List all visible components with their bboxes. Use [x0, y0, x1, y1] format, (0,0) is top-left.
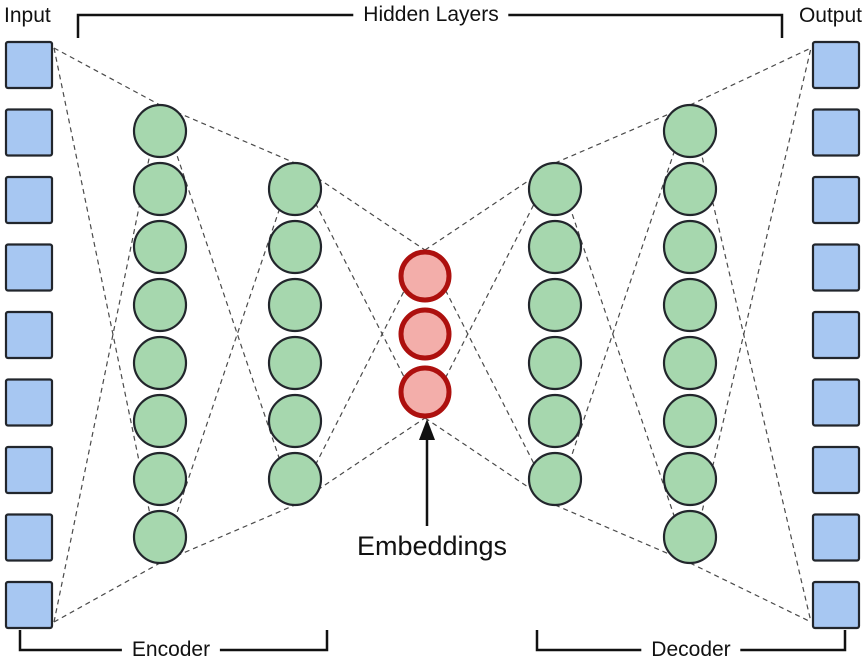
connection-line	[689, 104, 812, 623]
hidden-neuron	[662, 277, 718, 333]
connection-line	[159, 162, 296, 564]
connection-line	[424, 162, 556, 419]
hidden-neuron	[132, 161, 188, 217]
connection-line	[689, 47, 812, 564]
hidden-neuron	[267, 451, 323, 507]
output-unit	[811, 513, 861, 562]
hidden-neuron	[662, 219, 718, 275]
connection-line	[53, 104, 161, 623]
encoder-label: Encoder	[121, 638, 221, 662]
hidden-neuron	[662, 161, 718, 217]
connection-line	[159, 104, 296, 164]
input-unit	[4, 513, 54, 562]
hidden-neuron	[527, 219, 583, 275]
hidden-neuron	[662, 393, 718, 449]
output-unit	[811, 580, 861, 630]
connection-line	[53, 562, 161, 623]
input-unit	[4, 580, 54, 630]
hidden-neuron	[132, 509, 188, 565]
connection-line	[294, 162, 426, 251]
connection-line	[554, 104, 691, 506]
connection-line	[159, 504, 296, 564]
output-unit	[811, 310, 861, 360]
hidden-neuron	[527, 335, 583, 391]
connection-line	[554, 162, 691, 564]
hidden-neuron	[132, 393, 188, 449]
hidden-neuron	[132, 277, 188, 333]
input-unit	[4, 378, 54, 427]
output-unit	[811, 40, 861, 90]
connection-line	[689, 562, 812, 623]
hidden-neuron	[132, 219, 188, 275]
hidden-neuron	[267, 393, 323, 449]
hidden-neuron	[132, 335, 188, 391]
connection-line	[294, 162, 426, 419]
connection-line	[294, 417, 426, 506]
input-label: Input	[4, 4, 51, 27]
hidden-neuron	[662, 509, 718, 565]
connection-line	[554, 504, 691, 564]
hidden-neuron	[527, 393, 583, 449]
connection-line	[689, 47, 812, 106]
hidden-neuron	[267, 335, 323, 391]
input-unit	[4, 243, 54, 292]
decoder-label: Decoder	[641, 638, 741, 662]
connection-line	[159, 104, 296, 506]
input-unit	[4, 445, 54, 495]
hidden-neuron	[267, 161, 323, 217]
embedding-neuron	[398, 249, 452, 303]
hidden-neuron	[527, 161, 583, 217]
hidden-neuron	[267, 277, 323, 333]
output-unit	[811, 175, 861, 225]
output-unit	[811, 108, 861, 157]
hidden-neuron	[132, 103, 188, 159]
input-unit	[4, 108, 54, 157]
hidden-neuron	[662, 103, 718, 159]
hidden-neuron	[132, 451, 188, 507]
input-unit	[4, 310, 54, 360]
output-label: Output	[798, 4, 862, 27]
connection-line	[424, 249, 556, 506]
hidden-neuron	[662, 451, 718, 507]
output-unit	[811, 243, 861, 292]
output-unit	[811, 378, 861, 427]
input-unit	[4, 175, 54, 225]
connection-line	[53, 47, 161, 564]
connection-line	[554, 104, 691, 164]
embeddings-arrow-head	[419, 419, 435, 440]
embedding-neuron	[398, 365, 452, 419]
hidden-neuron	[527, 451, 583, 507]
connection-line	[53, 47, 161, 106]
hidden-layers-label: Hidden Layers	[353, 3, 509, 27]
hidden-neuron	[267, 219, 323, 275]
hidden-neuron	[527, 277, 583, 333]
embedding-neuron	[398, 307, 452, 361]
hidden-neuron	[662, 335, 718, 391]
embeddings-label: Embeddings	[356, 531, 508, 561]
input-unit	[4, 40, 54, 90]
connection-line	[294, 249, 426, 506]
output-unit	[811, 445, 861, 495]
